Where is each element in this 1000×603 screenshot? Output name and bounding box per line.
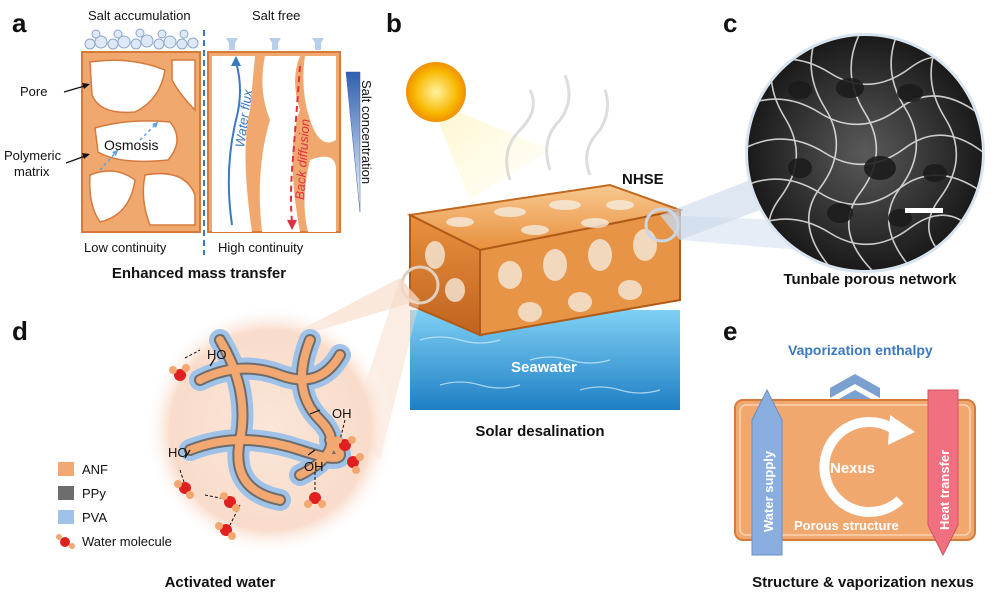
vapor-plumes — [505, 74, 610, 181]
salt-crystals — [84, 28, 199, 50]
salt-gradient-wedge — [345, 71, 361, 213]
hydroxyl-label-4: OH — [304, 459, 324, 474]
enthalpy-label: Vaporization enthalpy — [788, 342, 933, 358]
panel-e-diagram: Water supply Heat transfer — [734, 374, 976, 557]
anf-core — [186, 336, 344, 504]
pore-label: Pore — [20, 84, 48, 99]
legend-label-anf: ANF — [82, 462, 108, 477]
network-voids — [788, 78, 947, 227]
nhse-pores — [425, 200, 657, 322]
panel-label-b: b — [386, 8, 402, 38]
water-supply-label: Water supply — [761, 450, 776, 532]
water-ripples — [419, 336, 661, 394]
salt-free-arrows — [226, 38, 324, 50]
high-continuity-label: High continuity — [218, 240, 304, 255]
sun-beam — [430, 100, 550, 200]
panel-a-diagram: Water flux Back diffusion Salt concentra… — [63, 28, 374, 255]
salt-concentration-label: Salt concentration — [359, 80, 374, 184]
salt-accumulation-label: Salt accumulation — [88, 8, 191, 23]
panel-label-c: c — [723, 8, 738, 38]
osmosis-arrows — [99, 121, 159, 171]
back-diffusion-label: Back diffusion — [292, 118, 313, 200]
caption-b: Solar desalination — [475, 423, 605, 440]
panel-label-a: a — [12, 8, 27, 38]
connector-to-d — [300, 278, 420, 330]
caption-d: Activated water — [164, 574, 276, 591]
panel-d-diagram — [145, 305, 395, 555]
hydroxyl-label-2: OH — [332, 406, 352, 421]
nexus-cycle-arrow — [819, 417, 904, 517]
activated-zone — [145, 305, 395, 555]
micrograph-disc — [748, 36, 982, 270]
matrix-label-line1: Polymeric — [4, 148, 62, 163]
nhse-label: NHSE — [622, 171, 664, 188]
caption-e: Structure & vaporization nexus — [752, 574, 974, 591]
connector-to-c — [660, 180, 760, 240]
legend-water-icon — [56, 534, 75, 549]
hydroxyl-label-3: HO — [168, 445, 188, 460]
osmosis-label: Osmosis — [104, 137, 159, 153]
legend-label-pva: PVA — [82, 510, 108, 525]
panel-label-e: e — [723, 316, 738, 346]
panel-b-diagram — [400, 62, 684, 410]
water-molecules — [169, 364, 364, 540]
legend-swatch-anf — [58, 462, 74, 476]
water-supply-arrow — [751, 388, 783, 556]
low-continuity-label: Low continuity — [84, 240, 167, 255]
matrix-label-line2: matrix — [14, 164, 50, 179]
seawater-label: Seawater — [511, 359, 577, 376]
structure-frame — [734, 399, 976, 541]
connected-pores — [212, 56, 336, 232]
porous-structure-label: Porous structure — [794, 518, 899, 533]
scale-bar — [905, 208, 943, 213]
caption-c: Tunbale porous network — [783, 271, 957, 288]
hydroxyl-label-1: HO — [207, 347, 227, 362]
heat-transfer-label: Heat transfer — [937, 450, 952, 530]
heat-transfer-arrow — [927, 389, 959, 557]
nexus-label: Nexus — [830, 460, 876, 477]
panel-c-micrograph — [745, 33, 985, 273]
legend-label-ppy: PPy — [82, 486, 106, 501]
legend-swatch-ppy — [58, 486, 74, 500]
sun-icon — [406, 62, 466, 122]
salt-free-label: Salt free — [252, 8, 301, 23]
legend-swatch-pva — [58, 510, 74, 524]
hydroxyl-bonds — [184, 357, 321, 459]
caption-a: Enhanced mass transfer — [111, 265, 287, 282]
water-flux-arrow — [227, 61, 241, 226]
panel-label-d: d — [12, 316, 28, 346]
legend-label-water: Water molecule — [82, 534, 172, 549]
